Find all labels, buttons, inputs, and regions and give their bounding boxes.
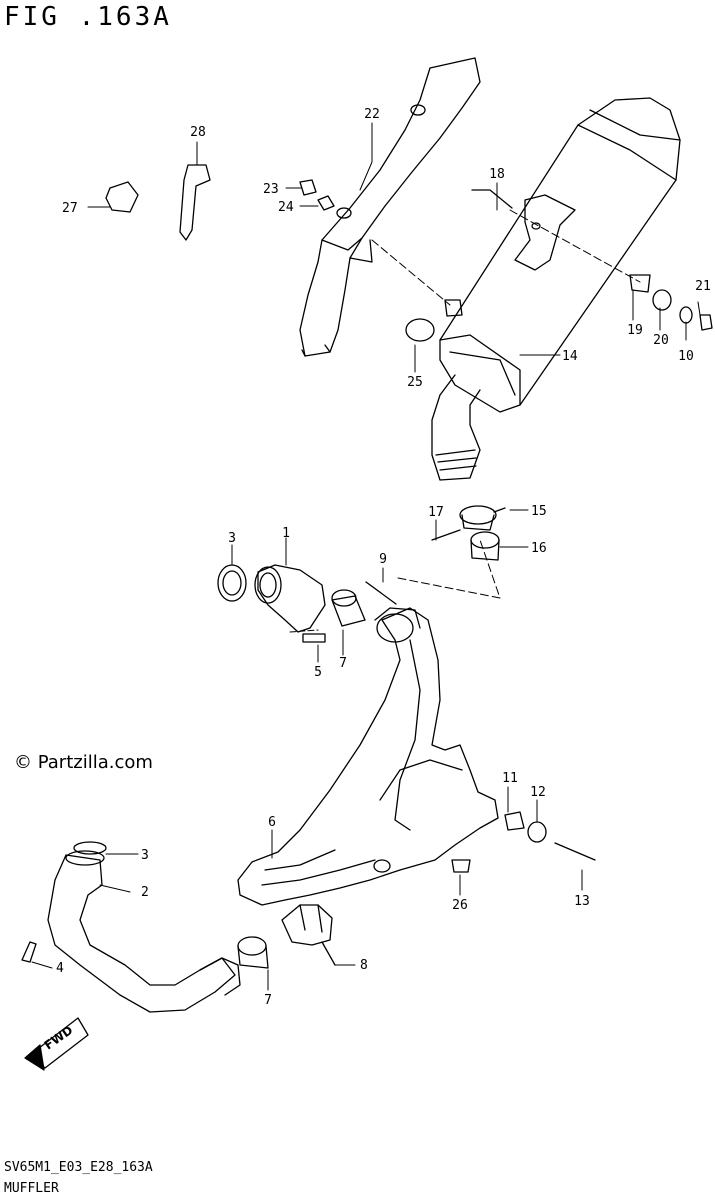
bolt-26: [451, 859, 471, 873]
cushion-25: [405, 318, 435, 342]
cushion-20: [652, 289, 672, 311]
callout-10: 10: [678, 349, 694, 364]
sleeve-upper: [331, 589, 366, 627]
callout-7-lower: 7: [264, 993, 272, 1008]
callout-17: 17: [428, 505, 444, 520]
joint-16: [470, 531, 500, 561]
callout-27: 27: [62, 201, 78, 216]
figure-caption: MUFFLER: [4, 1181, 59, 1196]
heat-shield: [299, 57, 481, 357]
cushion-12: [527, 821, 547, 843]
nut-24: [317, 195, 335, 211]
clamp-15: [459, 505, 506, 531]
callout-14: 14: [562, 349, 578, 364]
bolt-13: [554, 842, 596, 861]
clip-27: [105, 181, 139, 213]
front-header-pipe: [47, 841, 241, 1013]
callout-25: 25: [407, 375, 423, 390]
muffler-body: [431, 97, 681, 481]
bolt-18: [471, 189, 513, 209]
sleeve-lower: [237, 936, 269, 969]
nut-21: [699, 314, 713, 331]
callout-3-top: 3: [228, 531, 236, 546]
callout-2: 2: [141, 885, 149, 900]
callout-5: 5: [314, 665, 322, 680]
callout-24: 24: [278, 200, 294, 215]
callout-13: 13: [574, 894, 590, 909]
bolt-8: [321, 941, 336, 966]
leader-lines: [31, 122, 701, 991]
callout-15: 15: [531, 504, 547, 519]
callout-18: 18: [489, 167, 505, 182]
fwd-arrow: FWD: [24, 1017, 89, 1071]
callout-9: 9: [379, 552, 387, 567]
bolt-17: [431, 529, 461, 541]
callout-16: 16: [531, 541, 547, 556]
bolt-9: [365, 581, 397, 605]
bolt-19: [629, 274, 651, 293]
callout-22: 22: [364, 107, 380, 122]
figure-code: SV65M1_E03_E28_163A: [4, 1160, 153, 1175]
bolt-4: [21, 941, 37, 963]
stud-5: [302, 633, 326, 643]
callout-4: 4: [56, 961, 64, 976]
callout-19: 19: [627, 323, 643, 338]
callout-12: 12: [530, 785, 546, 800]
callout-11: 11: [502, 771, 518, 786]
watermark: © Partzilla.com: [14, 752, 153, 773]
callout-26: 26: [452, 898, 468, 913]
washer-10: [679, 306, 693, 324]
callout-20: 20: [653, 333, 669, 348]
bolt-11: [504, 811, 525, 831]
callout-numbers: 1 2 3 3 4 5 6 7 7 8 9 10 11 12 13 14 15 …: [56, 107, 711, 1008]
callout-28: 28: [190, 125, 206, 140]
callout-21: 21: [695, 279, 711, 294]
stay-28: [179, 164, 211, 241]
callout-6: 6: [268, 815, 276, 830]
callout-3-bottom: 3: [141, 848, 149, 863]
gasket-top-inner: [222, 570, 242, 596]
bolt-23: [299, 179, 317, 196]
callout-8: 8: [360, 958, 368, 973]
callout-23: 23: [263, 182, 279, 197]
callout-1: 1: [282, 526, 290, 541]
connector-pipe: [254, 564, 326, 633]
mid-pipe: [237, 607, 499, 946]
figure-title: FIG .163A: [4, 2, 172, 32]
callout-7-upper: 7: [339, 656, 347, 671]
